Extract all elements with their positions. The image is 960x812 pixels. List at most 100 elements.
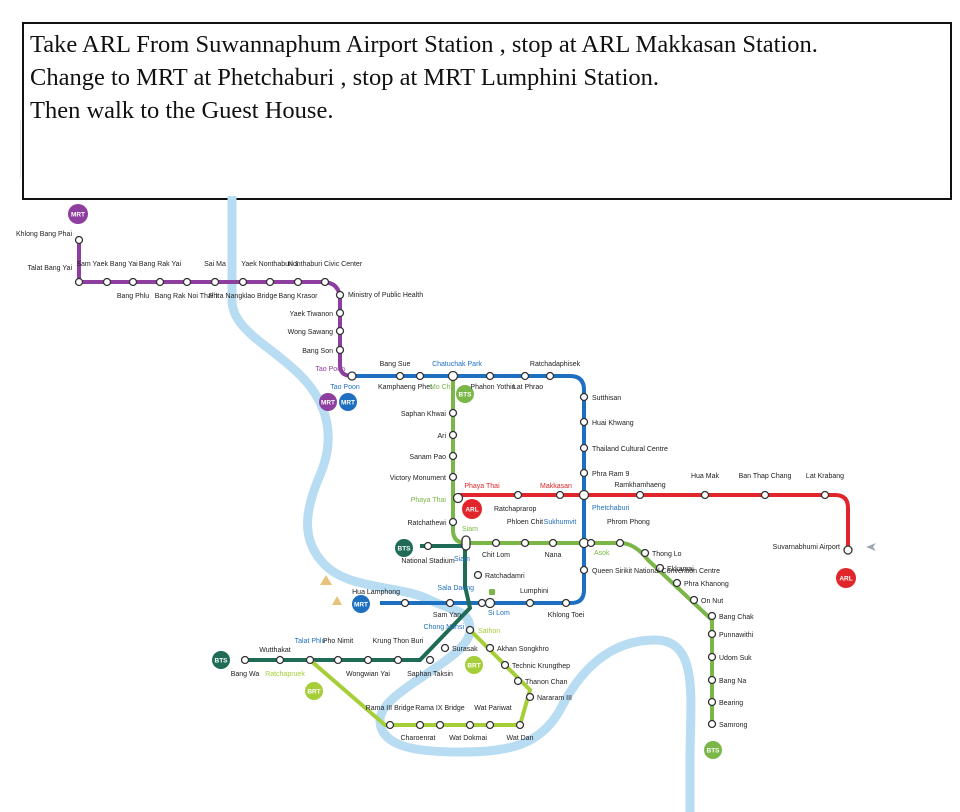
station-rama-3-bridge[interactable] [385, 720, 395, 730]
station-sanam-pao[interactable] [448, 451, 458, 461]
station-phetchaburi[interactable] [578, 489, 590, 501]
badge-label: BTS [459, 392, 473, 399]
station-khlong-bang-phai[interactable] [74, 235, 84, 245]
station-technic-krungthep[interactable] [500, 660, 510, 670]
station-lat-phrao[interactable] [520, 371, 530, 381]
station-thong-lo[interactable] [640, 548, 650, 558]
label-saphan-khwai: Saphan Khwai [401, 411, 447, 418]
station-tao-poon[interactable] [347, 371, 357, 381]
station-punnawithi[interactable] [707, 629, 717, 639]
station-phra-khanong[interactable] [672, 578, 682, 588]
station-krung-thon-buri[interactable] [393, 655, 403, 665]
station-chit-lom[interactable] [491, 538, 501, 548]
station-surasak[interactable] [440, 643, 450, 653]
station-hua-mak[interactable] [700, 490, 710, 500]
station-bearing[interactable] [707, 697, 717, 707]
label-wat-dokmai: Wat Dokmai [449, 735, 487, 742]
station-thailand-cultural-centre[interactable] [579, 443, 589, 453]
station-rama-9-bridge[interactable] [435, 720, 445, 730]
brt-badge-sathon: BRT [465, 656, 483, 674]
station-ratchathewi[interactable] [448, 517, 458, 527]
station-lumphini[interactable] [525, 598, 535, 608]
station-bang-chak[interactable] [707, 611, 717, 621]
station-sai-ma[interactable] [210, 277, 220, 287]
station-makkasan[interactable] [555, 490, 565, 500]
station-phahon-yothin[interactable] [485, 371, 495, 381]
badge-label: MRT [71, 212, 85, 219]
station-victory-monument[interactable] [448, 472, 458, 482]
station-wat-dokmai[interactable] [465, 720, 475, 730]
station-bang-wa[interactable] [240, 655, 250, 665]
station-ministry-public-health[interactable] [335, 290, 345, 300]
station-ari[interactable] [448, 430, 458, 440]
station-bang-krasor[interactable] [293, 277, 303, 287]
label-ratchadaphisek: Ratchadaphisek [530, 361, 581, 368]
station-nararam-3[interactable] [525, 692, 535, 702]
station-talat-phlu[interactable] [305, 655, 315, 665]
station-phra-ram-9[interactable] [579, 468, 589, 478]
station-bang-son[interactable] [335, 345, 345, 355]
station-bang-rak-yai[interactable] [155, 277, 165, 287]
label-khlong-bang-phai: Khlong Bang Phai [16, 231, 72, 238]
station-bang-rak-noi[interactable] [182, 277, 192, 287]
label-ekkamai: Ekkamai [667, 566, 694, 573]
station-queen-sirikit[interactable] [579, 565, 589, 575]
station-yaek-nonthaburi-1[interactable] [265, 277, 275, 287]
station-ramkhamhaeng[interactable] [635, 490, 645, 500]
station-phra-nangklao-bridge[interactable] [238, 277, 248, 287]
label-rama-3-bridge: Rama III Bridge [366, 705, 415, 712]
station-saphan-taksin[interactable] [425, 655, 435, 665]
station-nana[interactable] [548, 538, 558, 548]
station-nonthaburi-civic-center[interactable] [320, 277, 330, 287]
station-asok[interactable] [586, 538, 596, 548]
station-thanon-chan[interactable] [513, 676, 523, 686]
station-sutthisan[interactable] [579, 392, 589, 402]
station-ban-thap-chang[interactable] [760, 490, 770, 500]
station-saphan-khwai[interactable] [448, 408, 458, 418]
station-khlong-toei[interactable] [561, 598, 571, 608]
station-bang-na[interactable] [707, 675, 717, 685]
station-hua-lamphong[interactable] [400, 598, 410, 608]
station-yaek-tiwanon[interactable] [335, 308, 345, 318]
station-talat-bang-yai[interactable] [74, 277, 84, 287]
station-huai-khwang[interactable] [579, 417, 589, 427]
station-udom-suk[interactable] [707, 652, 717, 662]
station-ekkamai[interactable] [655, 563, 665, 573]
station-ratchadamri[interactable] [473, 570, 483, 580]
station-wat-dan[interactable] [515, 720, 525, 730]
station-pho-nimit[interactable] [333, 655, 343, 665]
station-bang-phlu[interactable] [128, 277, 138, 287]
station-siam[interactable] [461, 535, 471, 551]
station-national-stadium[interactable] [423, 541, 433, 551]
station-suvarnabhumi-airport[interactable] [843, 545, 853, 555]
station-bang-sue[interactable] [395, 371, 405, 381]
station-ratchadaphisek[interactable] [545, 371, 555, 381]
label-mo-chit: Mo Chit [430, 384, 454, 391]
station-ratchaprarop[interactable] [513, 490, 523, 500]
station-wongwian-yai[interactable] [363, 655, 373, 665]
station-akhan-songkhro[interactable] [485, 643, 495, 653]
label-ratchathewi: Ratchathewi [407, 520, 446, 527]
station-sala-daeng[interactable] [477, 598, 487, 608]
station-kamphaeng-phet[interactable] [415, 371, 425, 381]
station-sam-yaek-bang-yai[interactable] [102, 277, 112, 287]
station-si-lom[interactable] [484, 597, 496, 609]
label-samrong: Samrong [719, 722, 748, 729]
station-phaya-thai[interactable] [452, 492, 464, 504]
station-chong-nonsi[interactable] [465, 625, 475, 635]
station-chatuchak-park[interactable] [447, 370, 459, 382]
station-phloen-chit[interactable] [520, 538, 530, 548]
station-lat-krabang[interactable] [820, 490, 830, 500]
label-phaya-thai: Phaya Thai [411, 497, 447, 504]
label-phahon-yothin: Phahon Yothin [470, 384, 515, 391]
label-hua-mak: Hua Mak [691, 473, 720, 480]
badge-label: BRT [467, 663, 480, 670]
station-wutthakat[interactable] [275, 655, 285, 665]
station-on-nut[interactable] [689, 595, 699, 605]
station-wat-pariwat[interactable] [485, 720, 495, 730]
station-phrom-phong[interactable] [615, 538, 625, 548]
station-sam-yan[interactable] [445, 598, 455, 608]
station-samrong[interactable] [707, 719, 717, 729]
station-charoenrat[interactable] [415, 720, 425, 730]
station-wong-sawang[interactable] [335, 326, 345, 336]
